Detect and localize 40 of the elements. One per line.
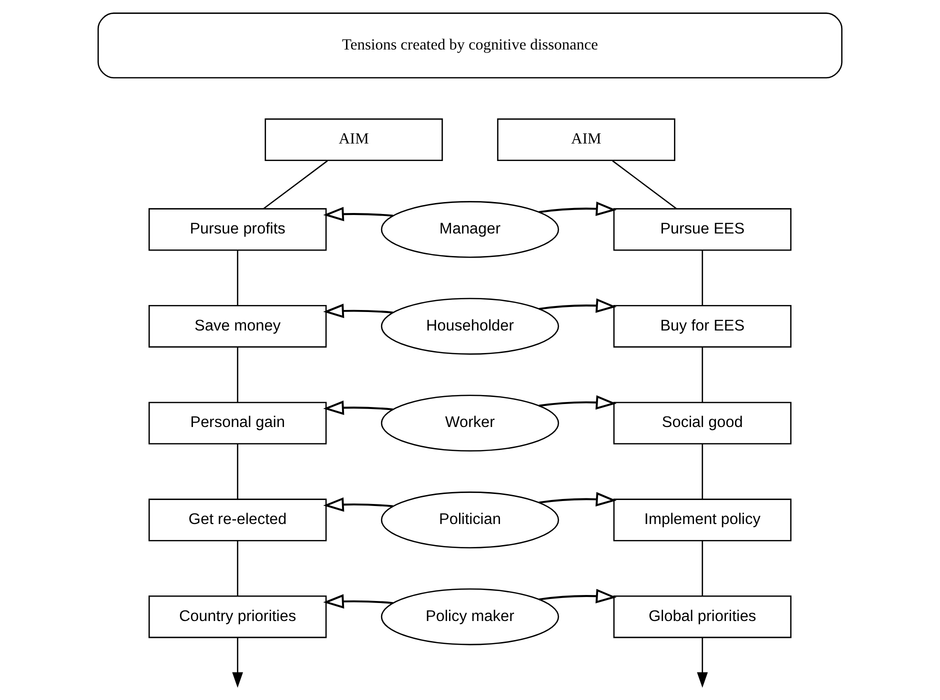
node-box: Country priorities (148, 596, 327, 638)
node-box: Tensions created by cognitive dissonance (98, 12, 842, 78)
node-box: Get re-elected (148, 498, 327, 542)
node-ellipse: Politician (380, 492, 560, 548)
arrow (538, 395, 617, 410)
node-box: Personal gain (148, 402, 327, 444)
node-box: Pursue EES (613, 208, 792, 251)
arrow (538, 202, 617, 216)
arrow (696, 638, 708, 688)
node-ellipse: Householder (380, 298, 560, 355)
arrow (538, 492, 617, 506)
arrow (538, 298, 617, 313)
node-box: Global priorities (613, 596, 792, 638)
connector (702, 444, 704, 500)
node-ellipse: Worker (380, 394, 560, 452)
node-ellipse: Policy maker (380, 588, 560, 646)
arrow (323, 594, 394, 609)
connector (263, 160, 328, 210)
connector (702, 540, 704, 596)
node-box: Buy for EES (613, 305, 792, 348)
arrow (323, 400, 394, 415)
node-box: Pursue profits (148, 208, 327, 251)
connector (702, 250, 704, 306)
connector (702, 347, 704, 402)
node-box: Social good (613, 402, 792, 444)
arrow (538, 588, 617, 604)
node-box: Save money (148, 305, 327, 348)
node-box: AIM (264, 118, 443, 162)
arrow (323, 497, 394, 512)
arrow (323, 304, 394, 318)
arrow (232, 638, 244, 688)
connector (236, 250, 238, 306)
connector (236, 347, 238, 402)
node-box: AIM (497, 118, 676, 162)
node-box: Implement policy (613, 498, 792, 542)
node-ellipse: Manager (380, 201, 560, 258)
connector (236, 444, 238, 500)
connector (612, 160, 677, 210)
connector (236, 540, 238, 596)
arrow (323, 206, 394, 222)
